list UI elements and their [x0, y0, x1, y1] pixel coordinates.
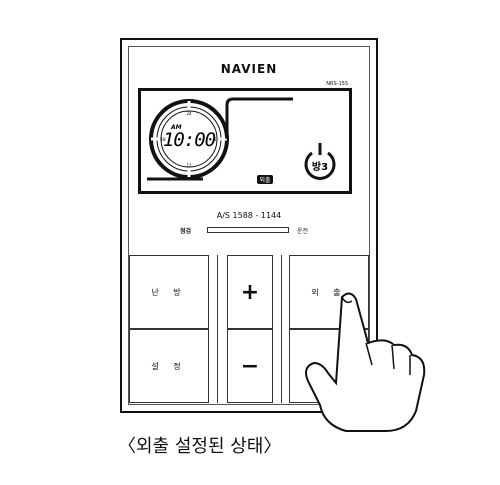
time-display: 10:00 — [163, 129, 216, 151]
dial-number-top: 24 — [186, 111, 192, 116]
run-label: 운전 — [297, 228, 309, 235]
dial-number-bottom: 12 — [186, 163, 192, 168]
dial-number-left: 18 — [160, 137, 166, 142]
room-label: 방3 — [312, 160, 328, 173]
plus-button[interactable]: + — [227, 255, 273, 329]
heating-button[interactable]: 난 방 — [129, 255, 209, 329]
device-face — [128, 46, 370, 405]
away-badge — [257, 175, 273, 184]
away-badge-text: 외출 — [259, 176, 271, 184]
setting-button[interactable]: 설 정 — [129, 329, 209, 403]
button-divider — [281, 255, 282, 403]
button-divider — [217, 255, 218, 403]
thermostat-device: NAVIEN NRS-15S 24 6 12 18 AM 10:00 — [120, 38, 378, 413]
check-label: 점검 — [180, 228, 192, 235]
model-label: NRS-15S — [326, 81, 348, 87]
dial-number-right: 6 — [214, 137, 217, 142]
as-phone-number: A/S 1588 - 1144 — [216, 211, 282, 220]
lcd-display: 24 6 12 18 AM 10:00 외출 방3 — [138, 88, 352, 194]
power-icon — [304, 143, 336, 180]
status-indicator-bar — [207, 227, 289, 233]
ampm-label: AM — [170, 124, 182, 131]
program-line — [225, 97, 293, 139]
brand-logo: NAVIEN — [220, 62, 278, 76]
caption: 〈외출 설정된 상태〉 — [118, 436, 282, 457]
button-pad: 난 방 설 정 + − 외 출 — [129, 255, 369, 403]
pressing-hand-illustration — [305, 292, 426, 432]
minus-button[interactable]: − — [227, 329, 273, 403]
lcd-graphics: 24 6 12 18 AM 10:00 외출 방3 — [147, 97, 336, 184]
